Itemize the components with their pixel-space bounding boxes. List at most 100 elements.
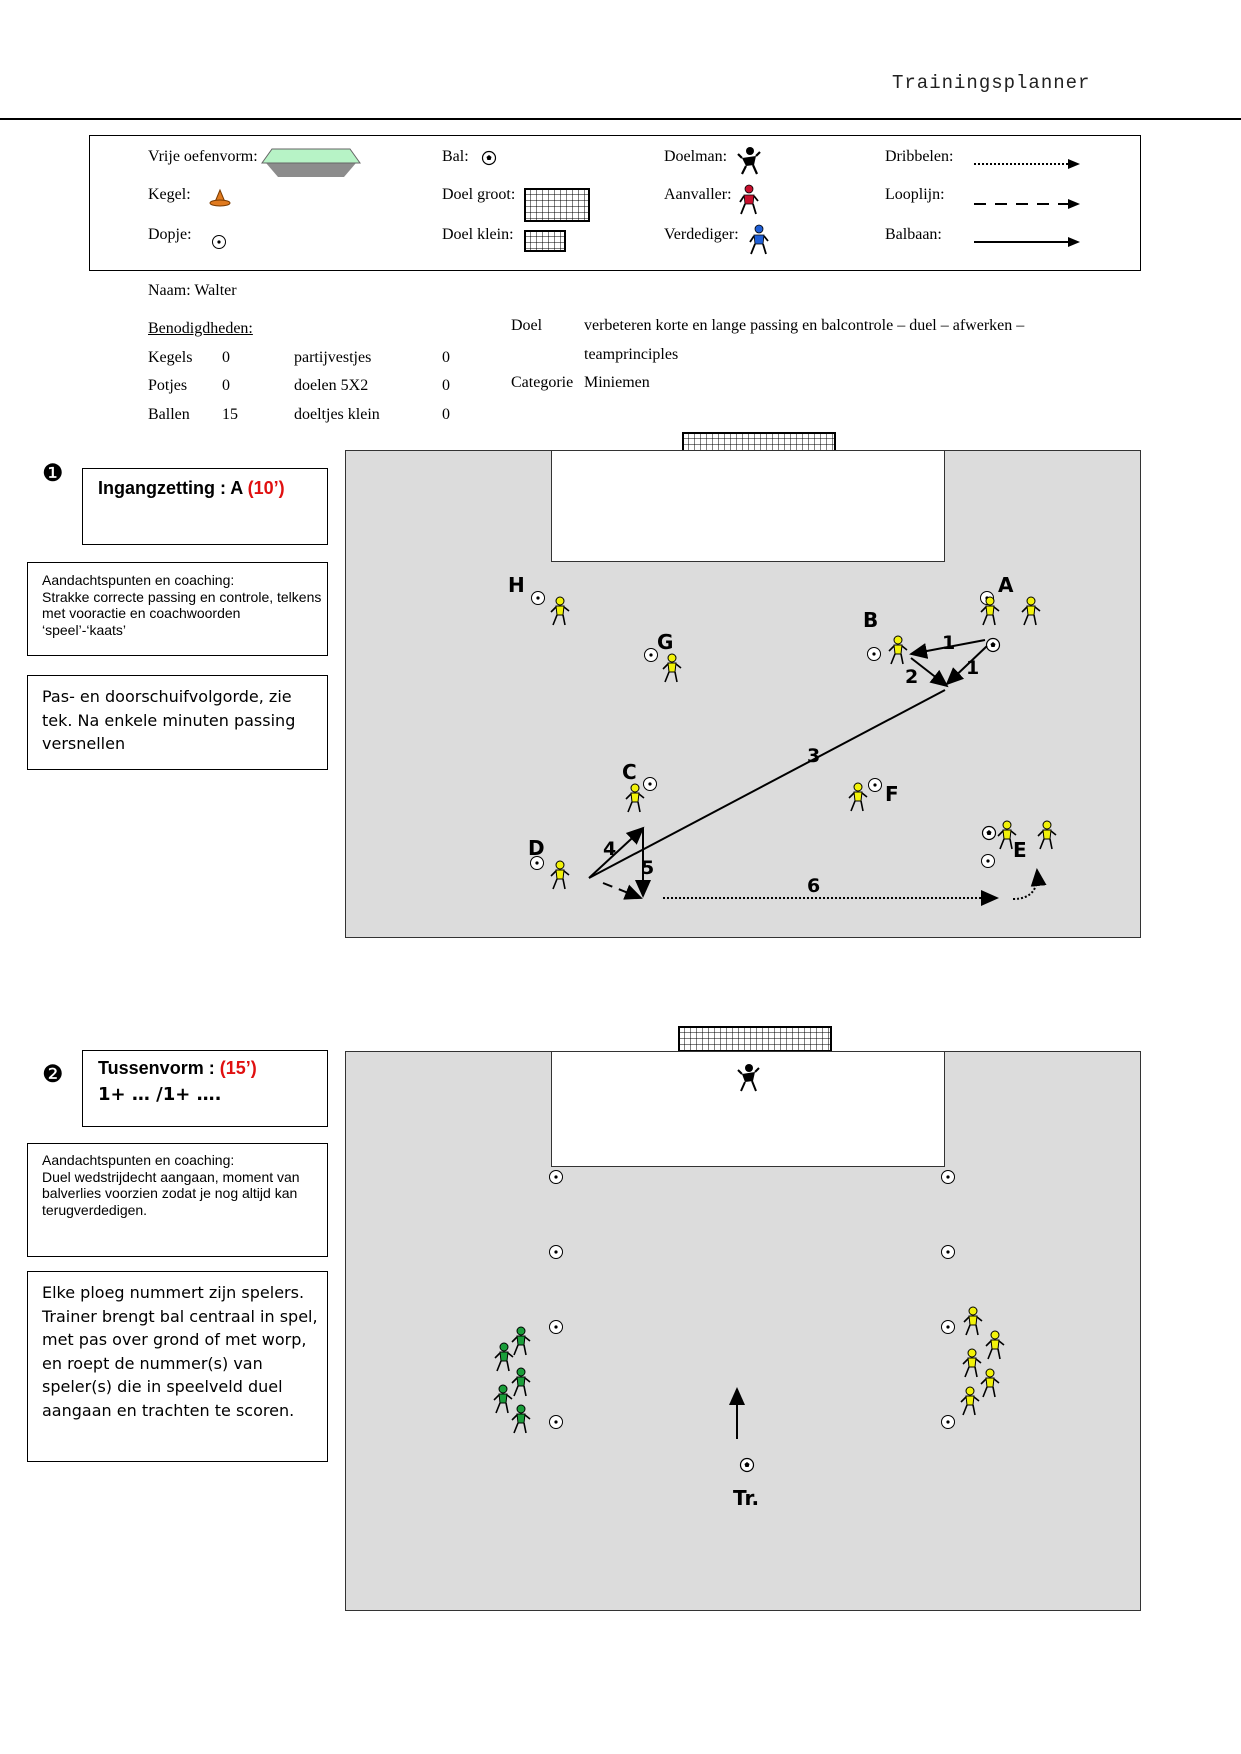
equipment-label: doelen 5X2 <box>294 377 369 394</box>
coaching-title: Aandachtspunten en coaching: <box>42 1152 235 1168</box>
team-yellow-player <box>985 1330 1005 1360</box>
pass-arrow-3 <box>588 689 946 879</box>
section-2-duration: (15’) <box>219 1058 257 1078</box>
legend-label-balbaan: Balbaan: <box>885 226 942 243</box>
player <box>550 860 570 890</box>
arrow-number-1: 1 <box>966 657 979 679</box>
legend-box <box>89 135 1141 271</box>
label-D: D <box>528 836 545 860</box>
doel-text: verbeteren korte en lange passing en bal… <box>584 317 1025 334</box>
label-F: F <box>885 782 899 806</box>
defender-icon <box>749 224 769 255</box>
legend-label-kegel: Kegel: <box>148 186 191 203</box>
player <box>848 782 868 812</box>
arrow-number-1: 1 <box>942 632 955 654</box>
legend-label-doel-groot: Doel groot: <box>442 186 516 203</box>
categorie-label: Categorie <box>511 374 574 391</box>
header-rule <box>0 118 1241 120</box>
section-2-description: Elke ploeg nummert zijn spelers. Trainer… <box>42 1283 318 1420</box>
section-1-title: Ingangzetting : A (10’) <box>98 478 285 499</box>
pass-arrow-1 <box>909 639 986 659</box>
equipment-count: 0 <box>442 377 450 394</box>
goal-1 <box>682 432 836 452</box>
section-1-description: Pas- en doorschuifvolgorde, zie tek. Na … <box>42 687 296 753</box>
arrow-number-4: 4 <box>603 838 616 860</box>
marker-dot <box>549 1320 563 1334</box>
team-yellow-player <box>980 1368 1000 1398</box>
player <box>1037 820 1057 850</box>
arrow-number-3: 3 <box>807 745 820 767</box>
coaching-text: Duel wedstrijdecht aangaan, moment van b… <box>42 1168 300 1218</box>
section-2-title: Tussenvorm : (15’) <box>98 1058 257 1079</box>
legend-label-verdediger: Verdediger: <box>664 226 739 243</box>
equipment-label: partijvestjes <box>294 349 372 366</box>
goalkeeper <box>737 1063 760 1092</box>
team-green-player <box>511 1326 531 1356</box>
drill-diagram-2: Tr. <box>493 1063 1005 1510</box>
label-G: G <box>657 630 673 654</box>
legend-label-doel-klein: Doel klein: <box>442 226 514 243</box>
player <box>662 653 682 683</box>
pass-arrow-1b <box>945 645 988 686</box>
section-1-number: ❶ <box>42 460 64 487</box>
label-C: C <box>622 760 637 784</box>
equipment-count: 0 <box>442 349 450 366</box>
pass-arrow-4 <box>588 826 645 879</box>
marker-dot <box>549 1245 563 1259</box>
page-title: Trainingsplanner <box>892 72 1091 94</box>
arrow-number-5: 5 <box>641 857 654 879</box>
free-exercise-icon <box>261 148 361 177</box>
player <box>550 596 570 626</box>
trainer-label: Tr. <box>733 1486 759 1510</box>
equipment-count: 0 <box>222 377 230 394</box>
section-1-coaching: Aandachtspunten en coaching: Strakke cor… <box>42 572 322 638</box>
player <box>888 635 908 665</box>
ball-path-icon <box>974 237 1080 247</box>
ball-icon <box>739 1457 755 1473</box>
legend-label-vrije-oefenvorm: Vrije oefenvorm: <box>148 148 258 165</box>
section-1-coaching-box <box>27 562 328 656</box>
doel-label: Doel <box>511 317 543 334</box>
label-E: E <box>1013 838 1027 862</box>
legend-label-bal: Bal: <box>442 148 469 165</box>
ball-icon <box>981 825 997 841</box>
small-goal-icon <box>524 230 566 252</box>
dribble-curve <box>1012 868 1047 900</box>
section-2-coaching-box <box>27 1143 328 1257</box>
label-H: H <box>508 573 525 597</box>
label-A: A <box>998 573 1014 597</box>
goal-2 <box>678 1026 832 1052</box>
equipment-count: 0 <box>442 406 450 423</box>
drill-diagram-1: H G A B C D F E 1 1 2 3 4 5 6 <box>508 573 1057 906</box>
marker-dot <box>549 1170 563 1184</box>
team-green-player <box>511 1404 531 1434</box>
marker-dot <box>867 647 881 661</box>
coaching-text: Strakke correcte passing en controle, te… <box>42 588 322 638</box>
team-green-player <box>493 1384 513 1414</box>
coaching-title: Aandachtspunten en coaching: <box>42 572 235 588</box>
large-goal-icon <box>524 188 590 222</box>
marker-dot <box>941 1415 955 1429</box>
equipment-label: Kegels <box>148 349 193 366</box>
team-yellow-player <box>963 1306 983 1336</box>
equipment-count: 15 <box>222 406 238 423</box>
legend-label-dribbelen: Dribbelen: <box>885 148 954 165</box>
ball-icon <box>481 150 497 166</box>
legend-label-looplijn: Looplijn: <box>885 186 945 203</box>
coach-name: Naam: Walter <box>148 282 237 299</box>
arrow-number-6: 6 <box>807 875 820 897</box>
marker-dot <box>644 648 658 662</box>
section-2-title-box <box>82 1050 328 1127</box>
equipment-label: doeltjes klein <box>294 406 380 423</box>
dribble-line-icon <box>974 159 1080 169</box>
marker-dot <box>941 1245 955 1259</box>
categorie-value: Miniemen <box>584 374 650 391</box>
legend-label-aanvaller: Aanvaller: <box>664 186 732 203</box>
marker-dot <box>941 1320 955 1334</box>
team-green-player <box>494 1342 514 1372</box>
section-2-coaching: Aandachtspunten en coaching: Duel wedstr… <box>42 1152 322 1218</box>
equipment-label: Ballen <box>148 406 190 423</box>
marker-dot <box>868 778 882 792</box>
marker-dot <box>549 1415 563 1429</box>
marker-dot <box>981 854 995 868</box>
